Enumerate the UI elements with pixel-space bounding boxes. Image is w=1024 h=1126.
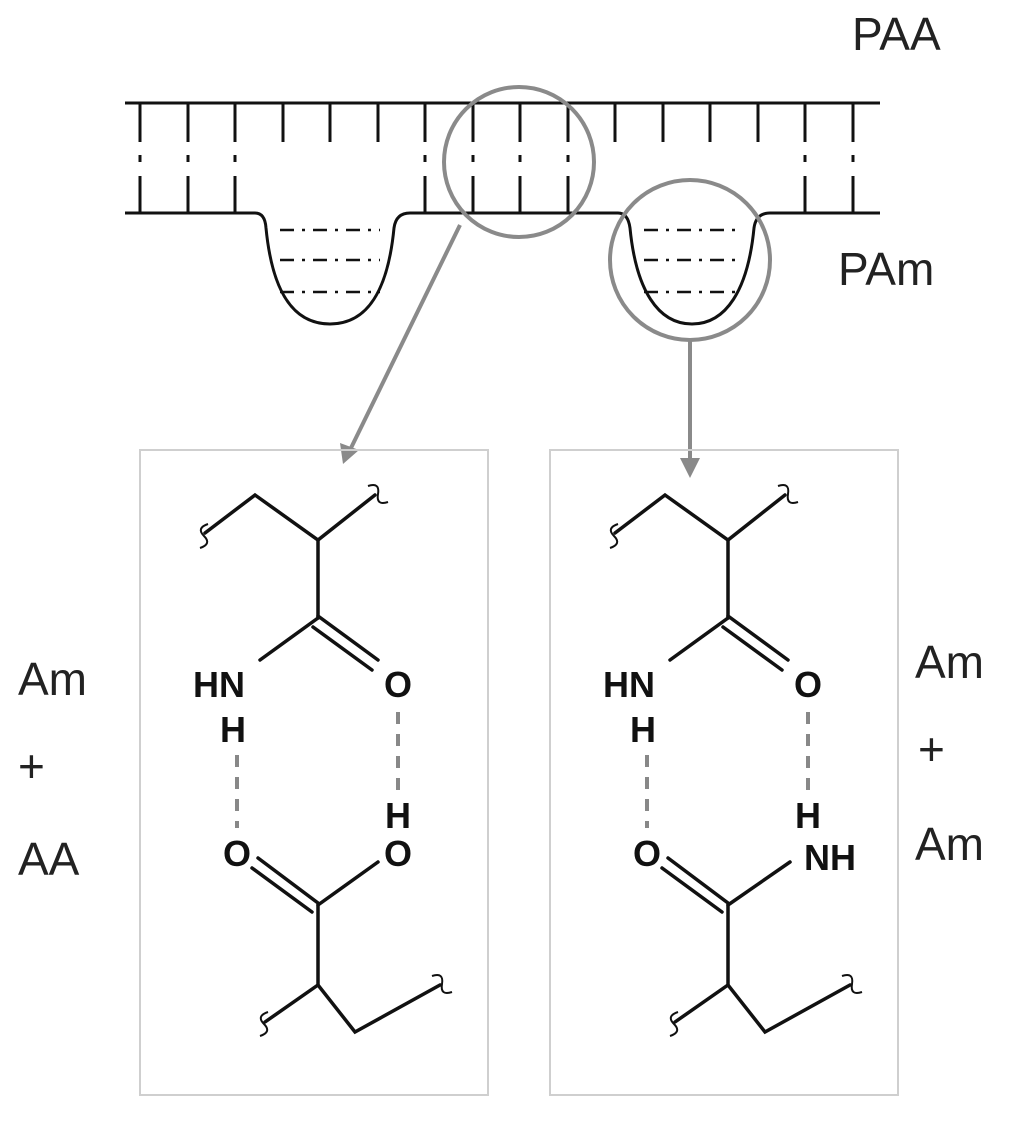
polymer-schematic: PAA PAm	[125, 8, 941, 478]
backbone-top	[203, 492, 377, 543]
atom-h-amide: H	[630, 709, 656, 750]
arrow-head-right	[680, 458, 700, 478]
wavy-end	[609, 523, 619, 549]
bond-c-o-2	[721, 625, 784, 672]
bond-c-o-double-1	[256, 856, 320, 905]
backbone-bottom	[263, 982, 442, 1035]
bond-c-o-double-2	[250, 866, 314, 914]
wavy-end	[199, 523, 209, 549]
bond-c-o-2	[311, 625, 374, 672]
wavy-end	[367, 484, 389, 504]
backbone-top	[613, 492, 787, 543]
left-panel-frame	[139, 449, 489, 1096]
right-label-plus: +	[918, 723, 945, 775]
wavy-end	[259, 1011, 269, 1037]
bond-c-n	[258, 616, 320, 662]
atom-o-carbonyl: O	[384, 664, 412, 705]
bond-c-o-1	[316, 614, 380, 662]
left-structure-panel: HN O H H O O	[139, 449, 489, 1096]
arrow-to-left-panel	[348, 224, 462, 451]
right-label-am-top: Am	[915, 636, 984, 688]
bond-c-n	[668, 616, 730, 662]
atom-o-acid-carbonyl: O	[223, 833, 251, 874]
atom-nh-lower: NH	[804, 837, 856, 878]
left-label-plus: +	[18, 740, 45, 792]
pam-loop-dashes	[280, 228, 740, 294]
backbone-bottom	[673, 982, 852, 1035]
right-panel-frame	[549, 449, 899, 1096]
arrow-head-left	[340, 443, 359, 464]
atom-o-carbonyl: O	[794, 664, 822, 705]
left-label-am: Am	[18, 653, 87, 705]
bond-c-o-double-1	[666, 856, 730, 905]
bond-c-n	[726, 860, 792, 907]
highlight-circle-left	[442, 85, 596, 239]
wavy-end	[669, 1011, 679, 1037]
wavy-end	[431, 974, 453, 994]
chain-ticks	[138, 103, 855, 213]
atom-h-acid: H	[385, 795, 411, 836]
wavy-end	[777, 484, 799, 504]
atom-hn: HN	[193, 664, 245, 705]
atom-h-amide: H	[220, 709, 246, 750]
bond-c-oh	[316, 860, 380, 907]
bond-c-o-double-2	[660, 866, 724, 914]
left-label-aa: AA	[18, 833, 80, 885]
atom-o-lower: O	[633, 833, 661, 874]
bond-c-o-1	[726, 614, 790, 662]
atom-o-acid-hydroxyl: O	[384, 833, 412, 874]
pam-label: PAm	[838, 243, 934, 295]
paa-label: PAA	[852, 8, 941, 60]
right-structure-panel: HN O H H O NH	[549, 449, 899, 1096]
pam-chain-line	[125, 211, 880, 326]
atom-hn: HN	[603, 664, 655, 705]
chain-hbond-dashes	[138, 155, 855, 162]
atom-h-lower: H	[795, 795, 821, 836]
right-label-am-bottom: Am	[915, 818, 984, 870]
wavy-end	[841, 974, 863, 994]
